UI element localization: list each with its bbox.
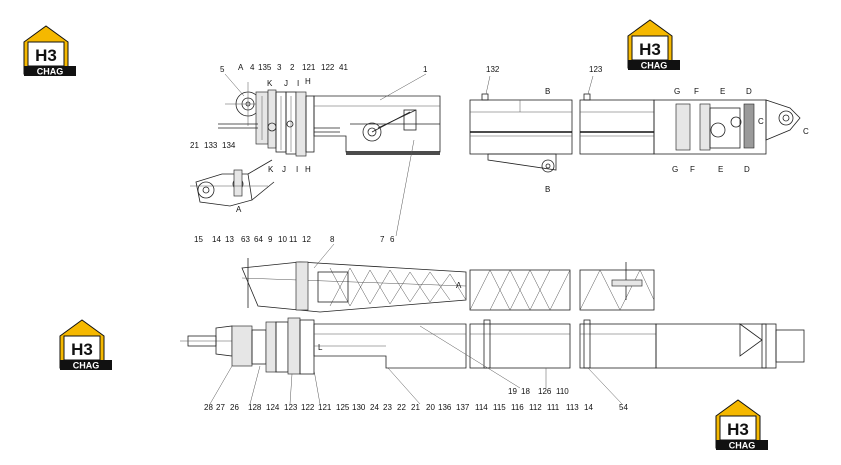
callout-label: F xyxy=(694,87,699,96)
callout-label: 15 xyxy=(194,235,203,244)
callout-label: 4 xyxy=(250,63,255,72)
callout-label: 3 xyxy=(277,63,282,72)
callout-label: 132 xyxy=(486,65,500,74)
callout-label: 130 xyxy=(352,403,366,412)
callout-label: 18 xyxy=(521,387,530,396)
callout-label: C xyxy=(758,117,764,126)
callout-label: 110 xyxy=(556,387,569,396)
callout-label: D xyxy=(746,87,752,96)
callout-label: 26 xyxy=(230,403,239,412)
top-callout-labels: 5 A 4 135 3 2 121 122 41 1 K J I H 21 13… xyxy=(190,63,809,244)
callout-label: A xyxy=(236,205,242,214)
callout-label: 125 xyxy=(336,403,350,412)
callout-label: 63 xyxy=(241,235,250,244)
callout-label: A xyxy=(456,281,462,290)
callout-label: E xyxy=(718,165,723,174)
logo-top-left: H3 CHAG xyxy=(23,25,76,77)
logo-word: CHAG xyxy=(729,441,756,451)
callout-label: 19 xyxy=(508,387,517,396)
callout-label: 7 xyxy=(380,235,385,244)
bottom-view-drawing xyxy=(180,258,805,375)
callout-label: 136 xyxy=(438,403,452,412)
callout-label: 23 xyxy=(383,403,392,412)
callout-label: 10 xyxy=(278,235,287,244)
callout-label: A xyxy=(238,63,244,72)
callout-label: 116 xyxy=(511,403,524,412)
callout-label: 11 xyxy=(289,235,298,244)
callout-label: 24 xyxy=(370,403,379,412)
logo-middle-left: H3 CHAG xyxy=(59,319,112,371)
callout-label: L xyxy=(318,343,323,352)
top-view-drawing xyxy=(190,82,801,207)
callout-label: 14 xyxy=(584,403,593,412)
callout-label: 124 xyxy=(266,403,280,412)
logo-word: CHAG xyxy=(73,361,100,371)
callout-label: 128 xyxy=(248,403,262,412)
logo-top-right: H3 CHAG xyxy=(627,19,680,71)
logo-mark: H3 xyxy=(71,340,93,359)
callout-label: G xyxy=(672,165,678,174)
callout-label: 54 xyxy=(619,403,628,412)
callout-label: 1 xyxy=(423,65,428,74)
callout-label: 122 xyxy=(321,63,335,72)
bottom-callout-labels: 8 A L 28 27 26 128 124 123 122 121 125 1… xyxy=(204,235,628,412)
callout-label: 134 xyxy=(222,141,236,150)
callout-label: 9 xyxy=(268,235,273,244)
leader-lines xyxy=(209,73,623,405)
callout-label: 22 xyxy=(397,403,406,412)
callout-label: 135 xyxy=(258,63,272,72)
callout-label: 133 xyxy=(204,141,218,150)
callout-label: 115 xyxy=(493,403,506,412)
callout-label: 122 xyxy=(301,403,315,412)
callout-label: D xyxy=(744,165,750,174)
callout-label: C xyxy=(803,127,809,136)
callout-label: 126 xyxy=(538,387,552,396)
callout-label: 111 xyxy=(547,403,560,412)
callout-label: 5 xyxy=(220,65,225,74)
callout-label: 13 xyxy=(225,235,234,244)
callout-label: 137 xyxy=(456,403,470,412)
callout-label: 6 xyxy=(390,235,395,244)
logo-mark: H3 xyxy=(727,420,749,439)
logo-word: CHAG xyxy=(641,61,668,71)
callout-label: 8 xyxy=(330,235,335,244)
callout-label: 41 xyxy=(339,63,348,72)
callout-label: E xyxy=(720,87,725,96)
callout-label: J xyxy=(284,79,288,88)
callout-label: H xyxy=(305,77,311,86)
callout-label: 20 xyxy=(426,403,435,412)
callout-label: F xyxy=(690,165,695,174)
callout-label: 64 xyxy=(254,235,263,244)
callout-label: 121 xyxy=(318,403,332,412)
callout-label: 27 xyxy=(216,403,225,412)
callout-label: 114 xyxy=(475,403,488,412)
callout-label: 113 xyxy=(566,403,579,412)
callout-label: J xyxy=(282,165,286,174)
callout-label: 123 xyxy=(284,403,298,412)
callout-label: I xyxy=(296,165,298,174)
callout-label: 12 xyxy=(302,235,311,244)
callout-label: 21 xyxy=(190,141,199,150)
callout-label: 2 xyxy=(290,63,295,72)
callout-label: B xyxy=(545,185,550,194)
callout-label: 121 xyxy=(302,63,316,72)
callout-label: B xyxy=(545,87,550,96)
callout-label: 28 xyxy=(204,403,213,412)
callout-label: I xyxy=(297,79,299,88)
callout-label: 112 xyxy=(529,403,542,412)
logo-mark: H3 xyxy=(639,40,661,59)
logo-bottom-right: H3 CHAG xyxy=(715,399,768,451)
callout-label: K xyxy=(267,79,273,88)
callout-label: 123 xyxy=(589,65,603,74)
logo-word: CHAG xyxy=(37,67,64,77)
callout-label: K xyxy=(268,165,274,174)
callout-label: 14 xyxy=(212,235,221,244)
logo-mark: H3 xyxy=(35,46,57,65)
callout-label: H xyxy=(305,165,311,174)
callout-label: 21 xyxy=(411,403,420,412)
callout-label: G xyxy=(674,87,680,96)
